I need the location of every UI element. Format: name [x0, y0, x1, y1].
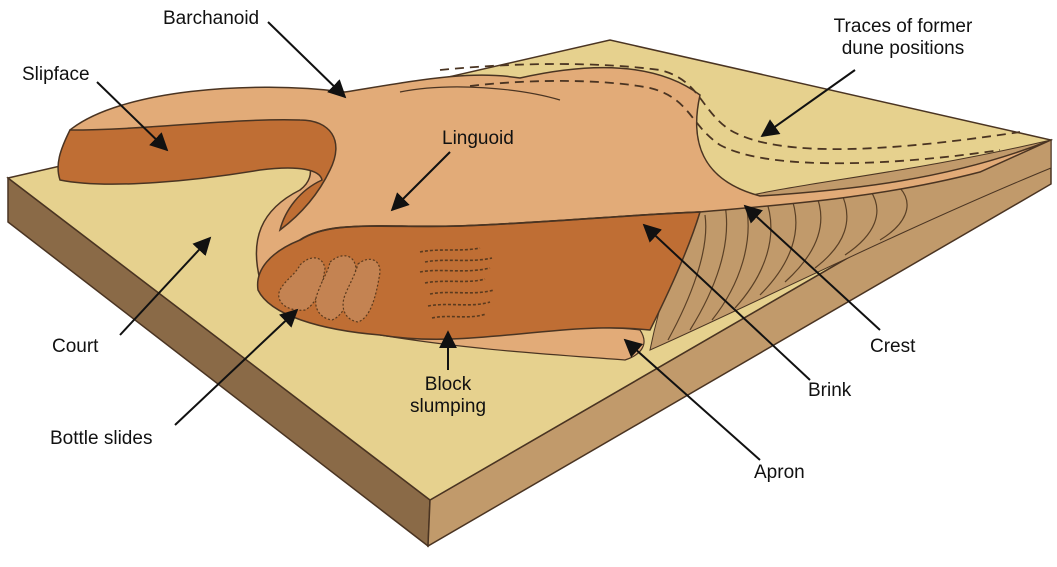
label-traces-line1: Traces of former [818, 16, 988, 38]
label-brink: Brink [808, 380, 851, 402]
barchanoid-arrow [268, 22, 345, 97]
label-apron: Apron [754, 462, 805, 484]
label-traces-line2: dune positions [818, 38, 988, 60]
label-bottle-slides: Bottle slides [50, 428, 152, 450]
label-block-line1: Block [400, 374, 496, 396]
label-traces: Traces of former dune positions [818, 16, 988, 60]
label-linguoid: Linguoid [442, 128, 514, 150]
label-block-slumping: Block slumping [400, 374, 496, 418]
label-slipface: Slipface [22, 64, 90, 86]
label-court: Court [52, 336, 98, 358]
label-crest: Crest [870, 336, 915, 358]
label-barchanoid: Barchanoid [163, 8, 259, 30]
label-block-line2: slumping [400, 396, 496, 418]
